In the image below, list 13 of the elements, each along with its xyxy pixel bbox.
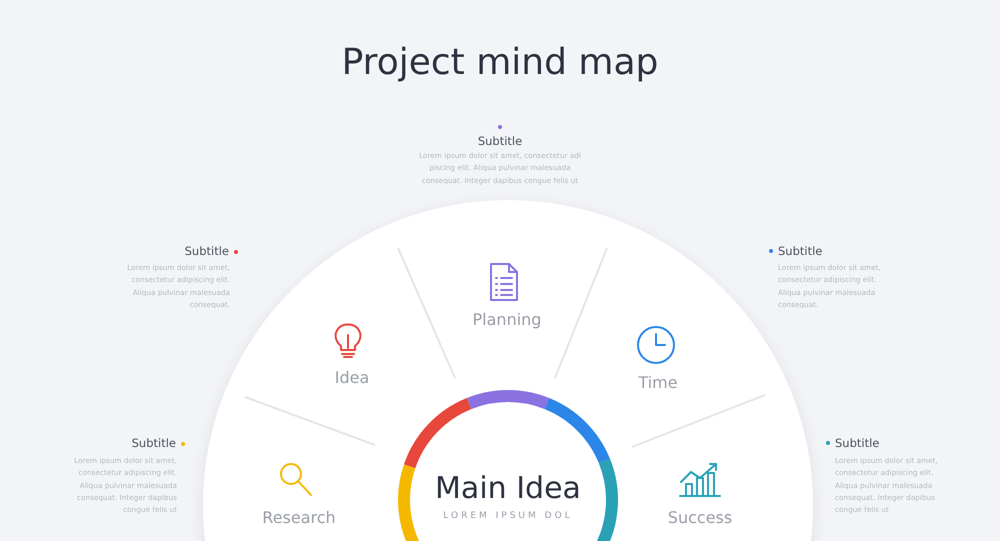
segment-label: Success — [668, 508, 732, 527]
main-idea-heading: Main Idea — [434, 471, 582, 506]
segment-label: Research — [262, 508, 336, 527]
title: Project mind map — [340, 42, 660, 83]
subtitle-heading: Subtitle — [184, 244, 229, 258]
main-idea-subheading: LOREM IPSUM DOL — [442, 511, 574, 521]
subtitle-heading: Subtitle — [476, 134, 524, 148]
segment-label: Planning — [472, 310, 542, 329]
subtitle-heading: Subtitle — [835, 436, 880, 450]
subtitle-heading: Subtitle — [778, 244, 822, 258]
subtitle-heading: Subtitle — [132, 436, 176, 450]
segment-label: Time — [638, 373, 678, 392]
segment-label: Idea — [334, 368, 370, 387]
